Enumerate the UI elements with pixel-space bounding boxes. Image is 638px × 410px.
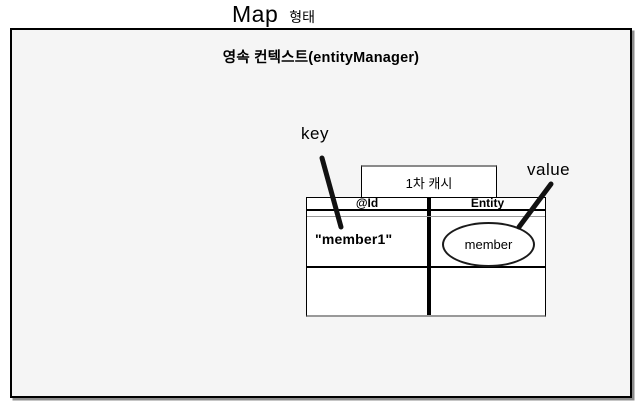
page-title-korean: 형태: [289, 9, 316, 25]
column-divider: [427, 198, 431, 315]
persistence-context-heading: 영속 컨텍스트(entityManager): [222, 50, 420, 66]
first-level-cache-label-box: 1차 캐시: [361, 165, 497, 197]
header-separator: [307, 209, 545, 211]
value-annotation-label: value: [527, 160, 571, 179]
page-title: Map 형태: [232, 1, 315, 28]
key-annotation-label: key: [301, 124, 329, 143]
row-separator: [307, 266, 545, 268]
cache-key-cell: "member1": [315, 231, 393, 247]
page-title-map: Map: [232, 1, 279, 27]
cache-table: @Id Entity "member1" member: [306, 197, 546, 317]
entity-instance-label: member: [464, 237, 513, 252]
first-level-cache-label: 1차 캐시: [405, 175, 453, 191]
column-header-id: @Id: [355, 196, 379, 210]
column-header-entity: Entity: [470, 196, 505, 210]
entity-instance-oval: member: [442, 222, 535, 267]
header-separator-gray: [307, 215, 545, 218]
